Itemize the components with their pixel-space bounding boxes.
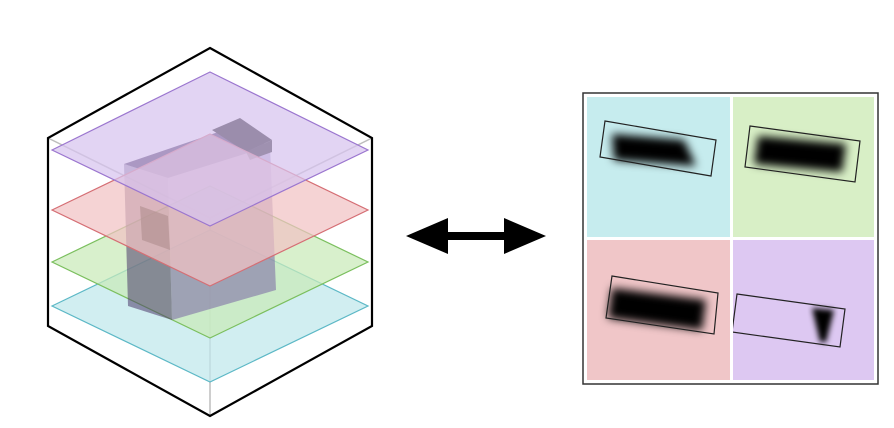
volume-cube xyxy=(46,46,374,418)
grid-divider-horizontal xyxy=(587,237,874,240)
slice-red-outline xyxy=(605,275,719,335)
slice-green xyxy=(733,97,874,237)
slice-green-shape xyxy=(754,136,846,172)
slice-red xyxy=(587,240,730,380)
slice-purple-shape xyxy=(812,308,834,342)
slice-green-outline xyxy=(744,125,861,183)
slice-purple xyxy=(731,240,874,380)
slice-cyan-shape xyxy=(612,134,696,166)
slice-grid xyxy=(582,92,879,385)
layer-purple xyxy=(50,71,370,227)
slice-red-shape xyxy=(608,288,706,330)
cube-outline xyxy=(46,46,374,418)
slice-purple-outline xyxy=(731,293,846,348)
slice-cyan xyxy=(587,97,730,237)
slice-cyan-outline xyxy=(599,120,717,177)
double-arrow-icon xyxy=(406,218,546,254)
